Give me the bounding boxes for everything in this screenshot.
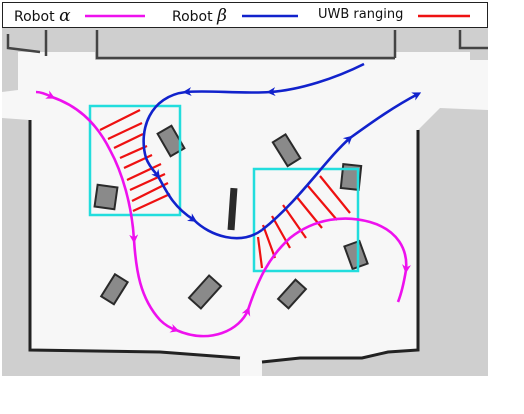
robot-alpha-seg [51, 95, 139, 244]
uwb-line [132, 193, 171, 212]
uwb-ranging-lines [99, 109, 351, 269]
legend-beta-prefix: Robot [172, 9, 218, 25]
uwb-line [113, 133, 144, 149]
obstacle [343, 239, 369, 271]
uwb-line [99, 109, 141, 131]
uwb-line [282, 204, 307, 239]
uwb-line [256, 236, 264, 269]
obstacle [156, 124, 186, 158]
robot-alpha-seg [175, 306, 251, 338]
obstacle [339, 163, 363, 191]
uwb-line [126, 163, 162, 181]
obstacle [93, 183, 119, 211]
uwb-line [307, 185, 338, 221]
robot-beta-seg [266, 62, 365, 97]
map-floor [2, 52, 488, 376]
legend-uwb-label: UWB ranging [318, 7, 404, 22]
uwb-line [123, 154, 153, 169]
legend-beta-symbol: β [217, 6, 227, 26]
robot-beta-seg [142, 90, 187, 179]
map-walls-top [6, 30, 488, 60]
legend-alpha-symbol: α [59, 6, 71, 26]
occupancy-map [2, 28, 488, 376]
robot-beta-seg [261, 135, 353, 232]
map-walls [28, 120, 420, 364]
uwb-line [319, 175, 351, 214]
robot-beta-path [142, 62, 422, 240]
highlight-box-1 [88, 104, 182, 217]
robot-alpha-seg [132, 239, 180, 333]
uwb-line [107, 122, 143, 140]
legend-swatches-overlay [85, 14, 470, 18]
robot-beta-seg [193, 219, 263, 240]
uwb-line [261, 224, 277, 259]
robot-beta-seg [156, 175, 198, 222]
robot-alpha-path [35, 90, 412, 338]
robot-alpha-seg [35, 90, 56, 99]
legend-alpha-prefix: Robot [14, 9, 60, 25]
legend-alpha-label: Robot α [14, 6, 71, 26]
legend-beta-label: Robot β [172, 6, 227, 26]
obstacle [227, 187, 238, 231]
obstacle [187, 274, 223, 310]
obstacle [99, 272, 130, 306]
uwb-line [119, 144, 148, 160]
robot-alpha-seg [246, 217, 412, 311]
legend [2, 2, 488, 28]
obstacle [276, 278, 308, 310]
robot-beta-seg [349, 92, 422, 140]
obstacles [93, 124, 369, 310]
uwb-line [271, 215, 291, 249]
robot-alpha-seg [396, 269, 408, 303]
obstacle [271, 133, 302, 168]
robot-beta-seg [182, 87, 271, 97]
